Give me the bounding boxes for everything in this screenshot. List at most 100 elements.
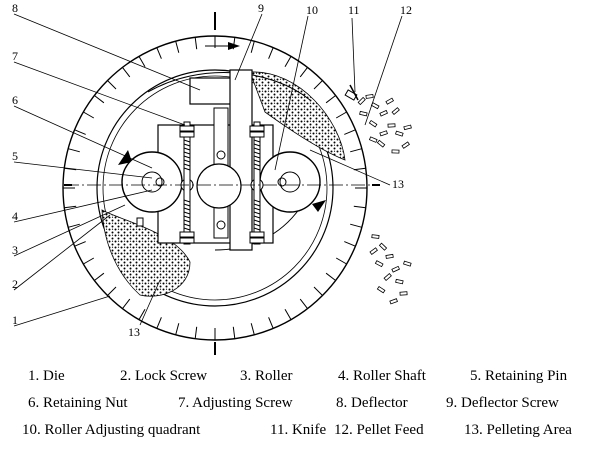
legend-item-knife: 11. Knife bbox=[270, 422, 327, 438]
legend-item-adjusting-screw: 7. Adjusting Screw bbox=[178, 395, 293, 411]
rotation-arrow-top bbox=[228, 42, 240, 50]
screw-thread bbox=[253, 147, 261, 151]
leader-lines bbox=[13, 13, 403, 327]
die-hole-tick bbox=[325, 95, 336, 104]
die-hole-tick bbox=[250, 41, 255, 53]
screw-thread bbox=[253, 203, 261, 207]
die-hole-tick bbox=[175, 323, 180, 335]
pellet bbox=[401, 141, 410, 149]
screw-thread bbox=[253, 227, 261, 231]
callout-9: 9 bbox=[258, 1, 264, 15]
screw-thread bbox=[183, 143, 191, 147]
die-hole-tick bbox=[107, 286, 117, 296]
die-hole-tick bbox=[156, 317, 162, 329]
die-hole-tick bbox=[122, 67, 131, 78]
roller-right bbox=[259, 151, 321, 213]
die-hole-tick bbox=[335, 111, 347, 119]
lock-screw bbox=[136, 217, 144, 227]
legend-item-deflector: 8. Deflector bbox=[336, 395, 408, 411]
screw-thread bbox=[183, 203, 191, 207]
die-hole-tick bbox=[138, 308, 146, 320]
roller-left bbox=[121, 151, 183, 213]
callout-13-right: 13 bbox=[392, 177, 404, 191]
die-hole-tick bbox=[83, 257, 95, 265]
screw-thread bbox=[183, 211, 191, 215]
die-hole-tick bbox=[68, 223, 80, 228]
screw-thread bbox=[253, 151, 261, 155]
die-hole-tick bbox=[299, 298, 308, 309]
callout-11: 11 bbox=[348, 3, 360, 17]
pellet bbox=[376, 139, 386, 148]
pellet bbox=[379, 130, 388, 137]
die-hole-tick bbox=[299, 67, 308, 78]
pellet bbox=[365, 94, 374, 99]
screw-thread bbox=[183, 223, 191, 227]
die-hole-tick bbox=[344, 241, 356, 247]
die-hole-tick bbox=[194, 37, 198, 50]
screw-thread bbox=[253, 223, 261, 227]
die-hole-tick bbox=[250, 323, 255, 335]
die-hole-tick bbox=[74, 241, 86, 247]
die-hole-tick bbox=[350, 223, 362, 228]
screw-thread bbox=[183, 147, 191, 151]
screw-thread bbox=[183, 151, 191, 155]
retaining-nut bbox=[179, 125, 195, 132]
deflector-screw bbox=[229, 69, 253, 251]
retaining-nut bbox=[249, 231, 265, 238]
pellet bbox=[374, 260, 384, 268]
die-hole-tick bbox=[284, 308, 292, 320]
pellet bbox=[359, 110, 368, 117]
adjusting-screws bbox=[179, 121, 265, 245]
die-hole-tick bbox=[353, 167, 366, 171]
screw-thread bbox=[183, 219, 191, 223]
die-hole-tick bbox=[94, 272, 105, 281]
rotation-arrow-left bbox=[118, 150, 132, 165]
screw-thread bbox=[183, 207, 191, 211]
die-hole-tick bbox=[313, 286, 323, 296]
callout-labels: 8 9 10 11 12 7 6 5 13 4 3 2 1 13 bbox=[12, 1, 412, 339]
die-hole-tick bbox=[68, 148, 80, 153]
callout-13-bottom: 13 bbox=[128, 325, 140, 339]
retaining-nut bbox=[249, 237, 265, 244]
pellet bbox=[391, 265, 401, 273]
pellet bbox=[379, 109, 388, 117]
pellet bbox=[389, 298, 398, 305]
die-hole-tick bbox=[64, 205, 77, 209]
legend-row-1: 1. Die 2. Lock Screw 3. Roller 4. Roller… bbox=[0, 368, 600, 390]
retaining-nut bbox=[179, 231, 195, 238]
pellet bbox=[357, 96, 366, 106]
retaining-nut bbox=[179, 131, 195, 138]
deflector bbox=[189, 77, 236, 105]
die-hole-tick bbox=[156, 47, 162, 59]
pellet bbox=[391, 149, 400, 154]
screw-thread bbox=[253, 199, 261, 203]
legend-item-pellet-feed: 12. Pellet Feed bbox=[334, 422, 424, 438]
die-hole-tick bbox=[83, 111, 95, 119]
screw-thread bbox=[183, 199, 191, 203]
pellet bbox=[403, 260, 412, 267]
die-hole-tick bbox=[313, 80, 323, 90]
screw-thread bbox=[253, 163, 261, 167]
pellet bbox=[399, 291, 408, 296]
pellet bbox=[385, 253, 394, 259]
screw-thread bbox=[183, 215, 191, 219]
legend-item-deflector-screw: 9. Deflector Screw bbox=[446, 395, 559, 411]
pellet bbox=[385, 97, 395, 105]
pellet bbox=[376, 285, 386, 294]
callout-5: 5 bbox=[12, 149, 18, 163]
pellet bbox=[378, 242, 388, 251]
rotation-arrow-right bbox=[312, 200, 326, 212]
screw-thread bbox=[253, 159, 261, 163]
screw-thread bbox=[183, 139, 191, 143]
screw-thread bbox=[183, 159, 191, 163]
die bbox=[62, 35, 368, 341]
callout-10: 10 bbox=[306, 3, 318, 17]
legend-item-retaining-nut: 6. Retaining Nut bbox=[28, 395, 128, 411]
legend-item-pelleting-area: 13. Pelleting Area bbox=[464, 422, 572, 438]
die-hole-tick bbox=[122, 298, 131, 309]
callout-7: 7 bbox=[12, 49, 18, 63]
die-hole-ticks bbox=[63, 36, 367, 340]
legend-row-2: 6. Retaining Nut 7. Adjusting Screw 8. D… bbox=[0, 395, 600, 417]
die-hole-tick bbox=[175, 41, 180, 53]
die-hole-tick bbox=[74, 129, 86, 135]
